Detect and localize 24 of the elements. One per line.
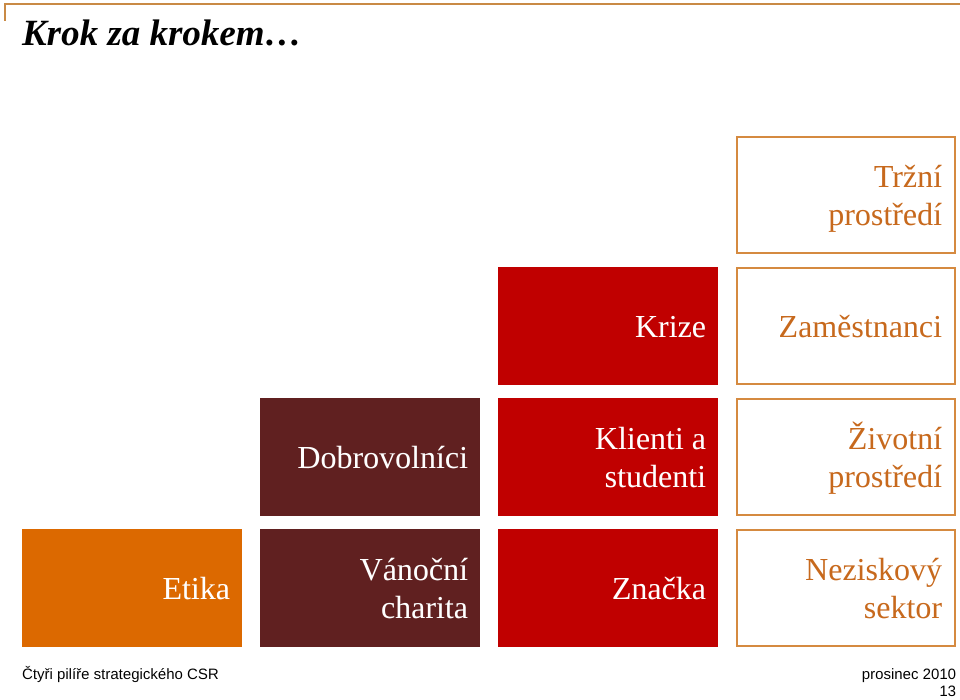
pillar-label: Životní prostředí bbox=[827, 419, 942, 495]
step-tile bbox=[22, 529, 242, 647]
step-tile bbox=[260, 398, 480, 516]
outlined-tile bbox=[736, 398, 956, 516]
pillar-label: Vánoční charita bbox=[358, 550, 468, 626]
slide-title: Krok za krokem… bbox=[22, 12, 302, 56]
pillar-label: Etika bbox=[162, 569, 230, 607]
outlined-tile bbox=[736, 529, 956, 647]
step-tile bbox=[260, 529, 480, 647]
pillar-label: Krize bbox=[634, 307, 706, 345]
step-tile bbox=[498, 398, 718, 516]
step-tile bbox=[498, 529, 718, 647]
pillar-label: Tržní prostředí bbox=[827, 157, 942, 233]
footer-text: Čtyři pilíře strategického CSR bbox=[22, 666, 219, 683]
page-number: 13 bbox=[939, 683, 956, 700]
pillar-label: Neziskový sektor bbox=[804, 550, 942, 626]
step-tile bbox=[498, 267, 718, 385]
pillar-label: Značka bbox=[612, 569, 706, 607]
footer-date: prosinec 2010 bbox=[862, 666, 956, 683]
pillar-label: Klienti a studenti bbox=[594, 419, 706, 495]
pillar-label: Dobrovolníci bbox=[297, 438, 468, 476]
outlined-tile bbox=[736, 136, 956, 254]
pillar-label: Zaměstnanci bbox=[778, 307, 942, 345]
outlined-tile bbox=[736, 267, 956, 385]
